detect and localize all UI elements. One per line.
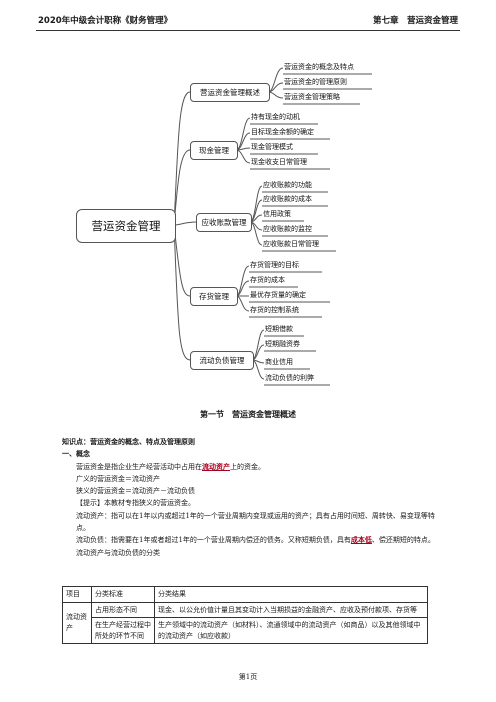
leaf-recv-2: 应收账款的成本: [263, 195, 312, 203]
leaf-inv-4: 存货的控制系统: [250, 306, 299, 314]
para-table-caption: 流动资产与流动负债的分类: [76, 548, 160, 557]
connector-leaf-1-3: [267, 91, 284, 99]
page-number: 第1页: [238, 673, 258, 681]
leaf-overview-3: 营运资金管理策略: [284, 93, 340, 101]
para-current-assets: 流动资产：指可以在1年以内或超过1年的一个营业周期内变现或运用的资产；具有占用时…: [76, 511, 435, 533]
table-row: 在生产经营过程中所处的环节不同 生产领域中的流动资产（如材料）、流通领域中的流动…: [63, 617, 428, 644]
connector-branch-3: [173, 221, 197, 226]
connector-leaf-1-1: [267, 67, 284, 93]
para-narrow: 狭义的营运资金＝流动资产－流动负债: [76, 487, 195, 496]
branch-cash: 现金管理: [190, 141, 238, 160]
para-definition-a: 营运资金是指企业生产经营活动中占用在: [76, 462, 202, 471]
leaf-inv-1: 存货管理的目标: [250, 261, 299, 269]
page-header: 2020年中级会计职称《财务管理》 第七章 营运资金管理: [38, 14, 458, 28]
table-header: 分类标准: [91, 586, 155, 603]
heading-concept: 一、概念: [62, 450, 90, 459]
para-current-liabilities: 流动负债：指需要在1年或者超过1年的一个营业周期内偿还的债务。又称短期负债，具有…: [62, 534, 442, 546]
leaf-liab-4: 流动负债的利弊: [265, 374, 314, 382]
body-text: 知识点：营运资金的概念、特点及管理原则 一、概念 营运资金是指企业生产经营活动中…: [62, 436, 442, 559]
connector-leaf-2-4: [235, 149, 251, 164]
header-chapter: 第七章 营运资金管理: [372, 16, 458, 26]
table-cell: 在生产经营过程中所处的环节不同: [91, 617, 155, 644]
leaf-cash-1: 持有现金的动机: [251, 113, 300, 121]
branch-overview: 营运资金管理概述: [190, 83, 270, 102]
leaf-cash-3: 现金管理模式: [251, 143, 293, 151]
leaf-recv-5: 应收账款日常管理: [263, 240, 319, 248]
table-cell: 占用形态不同: [91, 601, 155, 618]
leaf-cash-4: 现金收支日常管理: [251, 158, 307, 166]
leaf-inv-3: 最优存货量的确定: [250, 291, 306, 299]
connector-branch-1: [173, 91, 191, 226]
table-cell: 现金、以公允价值计量且其变动计入当期损益的金融资产、应收及预付款项、存货等: [154, 601, 428, 618]
leaf-inv-2: 存货的成本: [250, 276, 285, 284]
table-header: 分类结果: [154, 586, 428, 603]
branch-inventory: 存货管理: [190, 287, 238, 306]
connector-branch-2: [173, 149, 191, 226]
para-broad: 广义的营运资金＝流动资产: [76, 474, 160, 483]
para-liab-b: 、偿还期短的特点。: [371, 536, 435, 545]
leaf-recv-3: 信用政策: [263, 210, 291, 218]
mindmap-root: 营运资金管理: [76, 209, 176, 243]
leaf-overview-1: 营运资金的概念及特点: [284, 63, 354, 71]
para-tip: 【提示】本教材专指狭义的营运资金。: [76, 499, 195, 508]
table-row: 流动资产 占用形态不同 现金、以公允价值计量且其变动计入当期损益的金融资产、应收…: [62, 601, 428, 644]
connector-branch-5: [173, 224, 191, 361]
knowledge-point: 知识点：营运资金的概念、特点及管理原则: [62, 438, 195, 446]
leaf-liab-1: 短期借款: [265, 325, 293, 333]
leaf-recv-1: 应收账款的功能: [263, 181, 312, 189]
branch-receivables: 应收账款管理: [196, 213, 252, 232]
table-row-label: 流动资产: [62, 601, 92, 644]
branch-liabilities: 流动负债管理: [190, 351, 254, 370]
table-header-row: 项目 分类标准 分类结果: [62, 586, 428, 603]
para-definition: 营运资金是指企业生产经营活动中占用在流动资产上的资金。: [62, 461, 442, 473]
header-book-title: 2020年中级会计职称《财务管理》: [38, 16, 173, 26]
table-cell: 生产领域中的流动资产（如材料）、流通领域中的流动资产（如商品）以及其他领域中的流…: [154, 617, 428, 644]
classification-table: 项目 分类标准 分类结果 流动资产 占用形态不同 现金、以公允价值计量且其变动计…: [62, 586, 428, 644]
leaf-liab-3: 商业信用: [265, 358, 293, 366]
mindmap-connectors: [173, 67, 372, 386]
header-rule: [36, 30, 460, 31]
leaf-cash-2: 目标现金余额的确定: [251, 128, 314, 136]
highlight-current-assets: 流动资产: [202, 461, 230, 471]
highlight-low-cost: 成本低: [350, 535, 372, 545]
section-title: 第一节 营运资金管理概述: [200, 410, 296, 419]
para-liab-a: 流动负债：指需要在1年或者超过1年的一个营业周期内偿还的债务。又称短期负债，具有: [76, 536, 351, 545]
leaf-overview-2: 营运资金的管理原则: [284, 78, 347, 86]
para-definition-b: 上的资金。: [230, 462, 265, 471]
mindmap: 营运资金管理 营运资金管理概述 营运资金的概念及特点 营运资金的管理原则 营运资…: [76, 63, 372, 386]
leaf-liab-2: 短期融资券: [265, 340, 300, 348]
leaf-recv-4: 应收账款的监控: [263, 225, 312, 233]
table-header: 项目: [62, 586, 92, 603]
